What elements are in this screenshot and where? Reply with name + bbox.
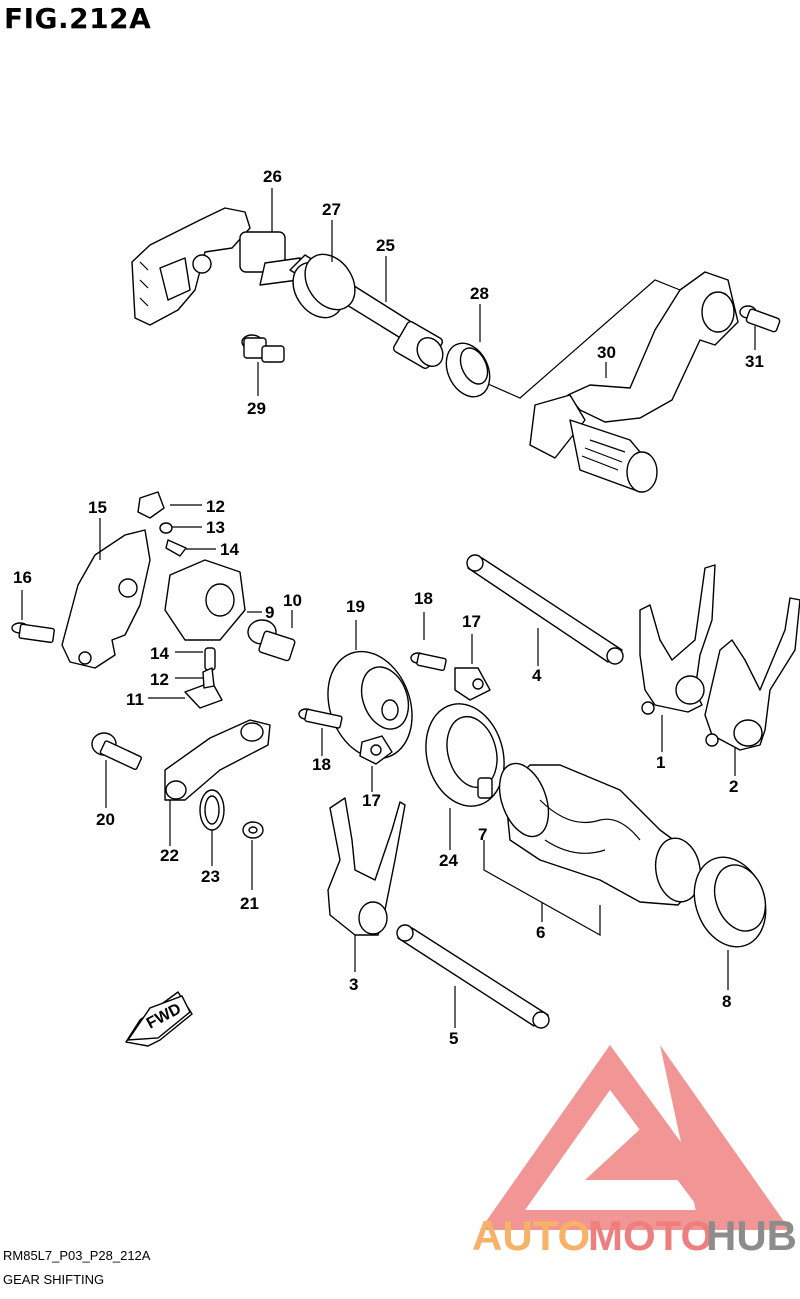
bolt-31 bbox=[739, 305, 781, 333]
gear-shift-cam-plate-9 bbox=[164, 559, 246, 641]
callout-16: 16 bbox=[13, 568, 32, 587]
screw-18-upper bbox=[410, 652, 447, 671]
bearing-8 bbox=[693, 856, 767, 948]
callout-5: 5 bbox=[449, 1029, 458, 1048]
callout-13: 13 bbox=[206, 518, 225, 537]
oil-seal-28 bbox=[445, 342, 491, 398]
callout-6: 6 bbox=[536, 923, 545, 942]
callout-14-upper: 14 bbox=[220, 540, 239, 559]
pin-7 bbox=[477, 777, 493, 799]
pawl-12-13-14 bbox=[137, 491, 187, 557]
gear-shift-fork-1 bbox=[639, 564, 716, 715]
gear-shift-fork-2 bbox=[704, 597, 800, 751]
fwd-arrow: FWD bbox=[125, 991, 193, 1047]
callout-29: 29 bbox=[247, 399, 266, 418]
callout-27: 27 bbox=[322, 200, 341, 219]
bolt-29 bbox=[241, 334, 285, 363]
callout-8: 8 bbox=[722, 992, 731, 1011]
callout-30: 30 bbox=[597, 343, 616, 362]
callout-labels: 26 27 25 28 29 30 31 15 12 13 14 16 9 10… bbox=[13, 167, 764, 1048]
callout-21: 21 bbox=[240, 894, 259, 913]
figure-title: FIG.212A bbox=[4, 2, 152, 35]
callout-18-upper: 18 bbox=[414, 589, 433, 608]
screw-16 bbox=[11, 622, 55, 644]
callout-18-lower: 18 bbox=[312, 755, 331, 774]
bolt-10 bbox=[247, 619, 296, 662]
spring-23 bbox=[199, 789, 225, 831]
callout-4: 4 bbox=[532, 666, 542, 685]
callout-10: 10 bbox=[283, 591, 302, 610]
screw-18-lower bbox=[298, 708, 343, 729]
callout-12-upper: 12 bbox=[206, 497, 225, 516]
gear-shift-fork-shaft-4 bbox=[466, 554, 624, 665]
callout-23: 23 bbox=[201, 867, 220, 886]
pawl-11 bbox=[184, 667, 223, 709]
pin-17-upper bbox=[454, 667, 491, 701]
leader-lines bbox=[21, 188, 756, 1028]
callout-1: 1 bbox=[656, 753, 665, 772]
gear-shift-cam-6 bbox=[498, 762, 702, 906]
callout-22: 22 bbox=[160, 846, 179, 865]
callout-19: 19 bbox=[346, 597, 365, 616]
callout-26: 26 bbox=[263, 167, 282, 186]
watermark-text-hub: HUB bbox=[706, 1212, 797, 1259]
callout-12-lower: 12 bbox=[150, 670, 169, 689]
spring-14-lower bbox=[204, 647, 216, 671]
callout-15: 15 bbox=[88, 498, 107, 517]
callout-14-lower: 14 bbox=[150, 644, 169, 663]
callout-24: 24 bbox=[439, 851, 458, 870]
diagram-caption: GEAR SHIFTING bbox=[3, 1272, 105, 1287]
gear-shift-arm-22 bbox=[164, 719, 271, 801]
watermark-text-moto: MOTO bbox=[588, 1212, 713, 1259]
callout-7: 7 bbox=[478, 825, 487, 844]
shift-shaft-assembly bbox=[131, 207, 444, 369]
callout-31: 31 bbox=[745, 352, 764, 371]
gear-shift-fork-shaft-5 bbox=[396, 924, 550, 1029]
bolt-20 bbox=[91, 732, 142, 771]
callout-9: 9 bbox=[265, 603, 274, 622]
watermark-logo bbox=[480, 1045, 790, 1230]
pin-17-lower bbox=[359, 735, 393, 765]
gear-shift-lever-30 bbox=[529, 271, 739, 493]
washer-21 bbox=[242, 821, 264, 839]
callout-20: 20 bbox=[96, 810, 115, 829]
callout-17-upper: 17 bbox=[462, 612, 481, 631]
callout-28: 28 bbox=[470, 284, 489, 303]
gear-shift-fork-3 bbox=[327, 797, 406, 936]
diagram-code: RM85L7_P03_P28_212A bbox=[3, 1248, 151, 1263]
callout-2: 2 bbox=[729, 777, 738, 796]
gear-shift-cam-stopper-19 bbox=[327, 650, 413, 760]
callout-11: 11 bbox=[126, 690, 144, 709]
callout-25: 25 bbox=[376, 236, 395, 255]
callout-17-lower: 17 bbox=[362, 791, 381, 810]
watermark-text-auto: AUTO bbox=[472, 1212, 590, 1259]
gear-shift-cam-stopper-plate-15 bbox=[61, 529, 151, 669]
callout-3: 3 bbox=[349, 975, 358, 994]
